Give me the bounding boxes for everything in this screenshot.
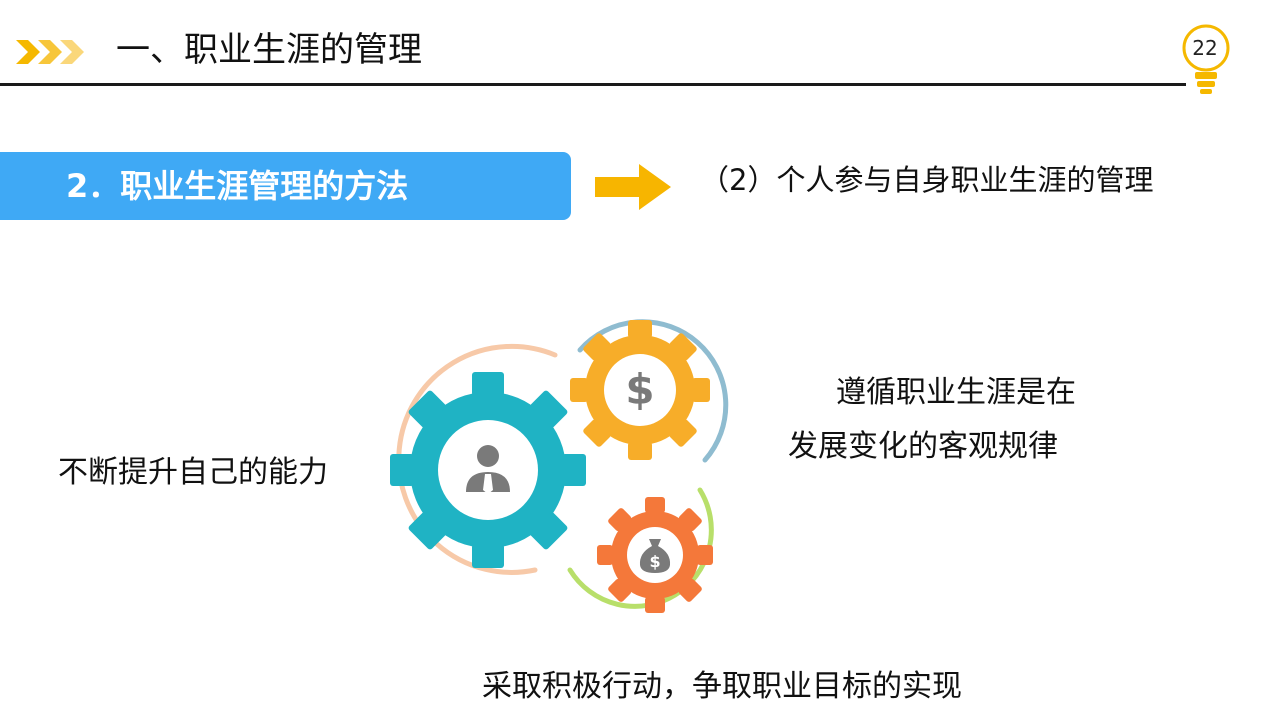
person-icon [466,445,510,494]
header-divider [0,83,1186,86]
lightbulb-icon [1182,24,1230,94]
svg-text:$: $ [649,552,660,571]
page-number: 22 [1192,36,1218,60]
dollar-gear: $ [570,320,710,460]
subheading: （2）个人参与自身职业生涯的管理 [700,163,1154,197]
ring-top-right [577,319,729,463]
gears-diagram: $ $ [390,319,729,613]
ring-bottom-right [567,487,714,609]
page-title: 一、职业生涯的管理 [116,30,422,70]
label-follow-laws-line1: 遵循职业生涯是在 [836,375,1076,410]
label-take-action: 采取积极行动，争取职业目标的实现 [482,669,962,704]
ring-left [396,343,558,575]
person-gear [390,372,586,568]
label-improve-ability: 不断提升自己的能力 [58,455,328,490]
section-title: 2．职业生涯管理的方法 [66,167,409,205]
chevron-arrows-icon [16,40,84,64]
money-bag-icon: $ [639,539,671,573]
dollar-icon: $ [625,365,654,414]
arrow-right-icon [595,164,671,210]
money-bag-gear: $ [597,497,713,613]
label-follow-laws: 遵循职业生涯是在 发展变化的客观规律 [788,372,1076,468]
section-banner: 2．职业生涯管理的方法 [0,152,571,220]
label-follow-laws-line2: 发展变化的客观规律 [788,429,1058,464]
